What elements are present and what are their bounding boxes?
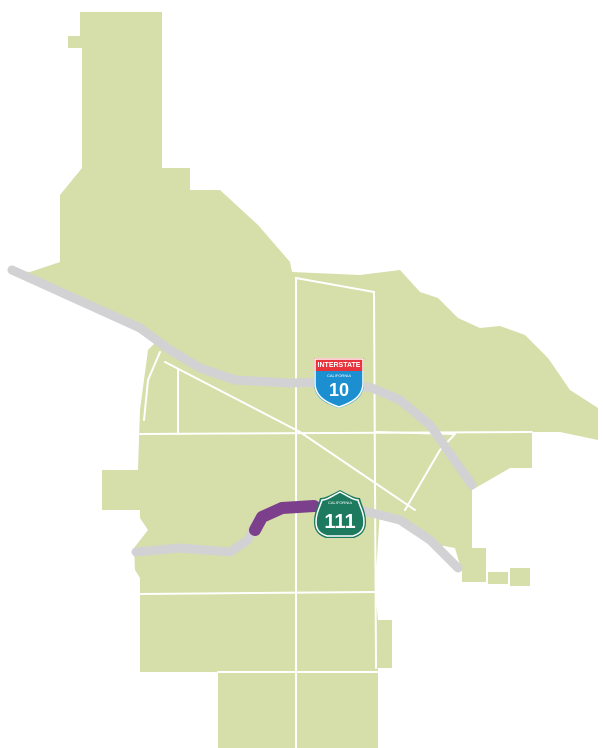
route-number-text: 111 bbox=[324, 511, 355, 533]
street-ew-south-1 bbox=[139, 591, 376, 595]
shield-red-banner bbox=[314, 358, 364, 371]
spade-shield-outline bbox=[315, 491, 365, 537]
street-east-diagonal bbox=[404, 433, 456, 511]
interstate-number-text: 10 bbox=[329, 380, 349, 400]
route-state-text: CALIFORNIA bbox=[328, 500, 352, 505]
spade-shield-body bbox=[314, 490, 366, 538]
annex-parcel-east-3 bbox=[510, 568, 530, 586]
route-111-shield-icon: CALIFORNIA 111 bbox=[314, 490, 366, 538]
interstate-banner-text: INTERSTATE bbox=[318, 362, 361, 369]
highways bbox=[7, 265, 477, 573]
interstate-state-text: CALIFORNIA bbox=[327, 373, 351, 378]
interstate-10-road bbox=[7, 265, 477, 490]
annex-parcel-east-1 bbox=[462, 548, 486, 582]
route-111-highlighted-segment bbox=[249, 500, 320, 536]
annex-parcel-east-2 bbox=[488, 572, 508, 584]
street-ew-north bbox=[139, 431, 533, 435]
annex-parcel-west bbox=[102, 470, 138, 510]
street-diagonal bbox=[164, 361, 416, 511]
interstate-10-shield-icon: INTERSTATE CALIFORNIA 10 bbox=[314, 358, 364, 408]
shield-blue-body bbox=[314, 371, 364, 408]
street-ew-east-bend bbox=[375, 431, 456, 435]
street-top-connector bbox=[295, 277, 375, 293]
street-west-edge bbox=[143, 351, 161, 421]
street-ns-east bbox=[373, 291, 377, 669]
shield-outline bbox=[314, 358, 364, 408]
street-grid bbox=[139, 277, 533, 748]
